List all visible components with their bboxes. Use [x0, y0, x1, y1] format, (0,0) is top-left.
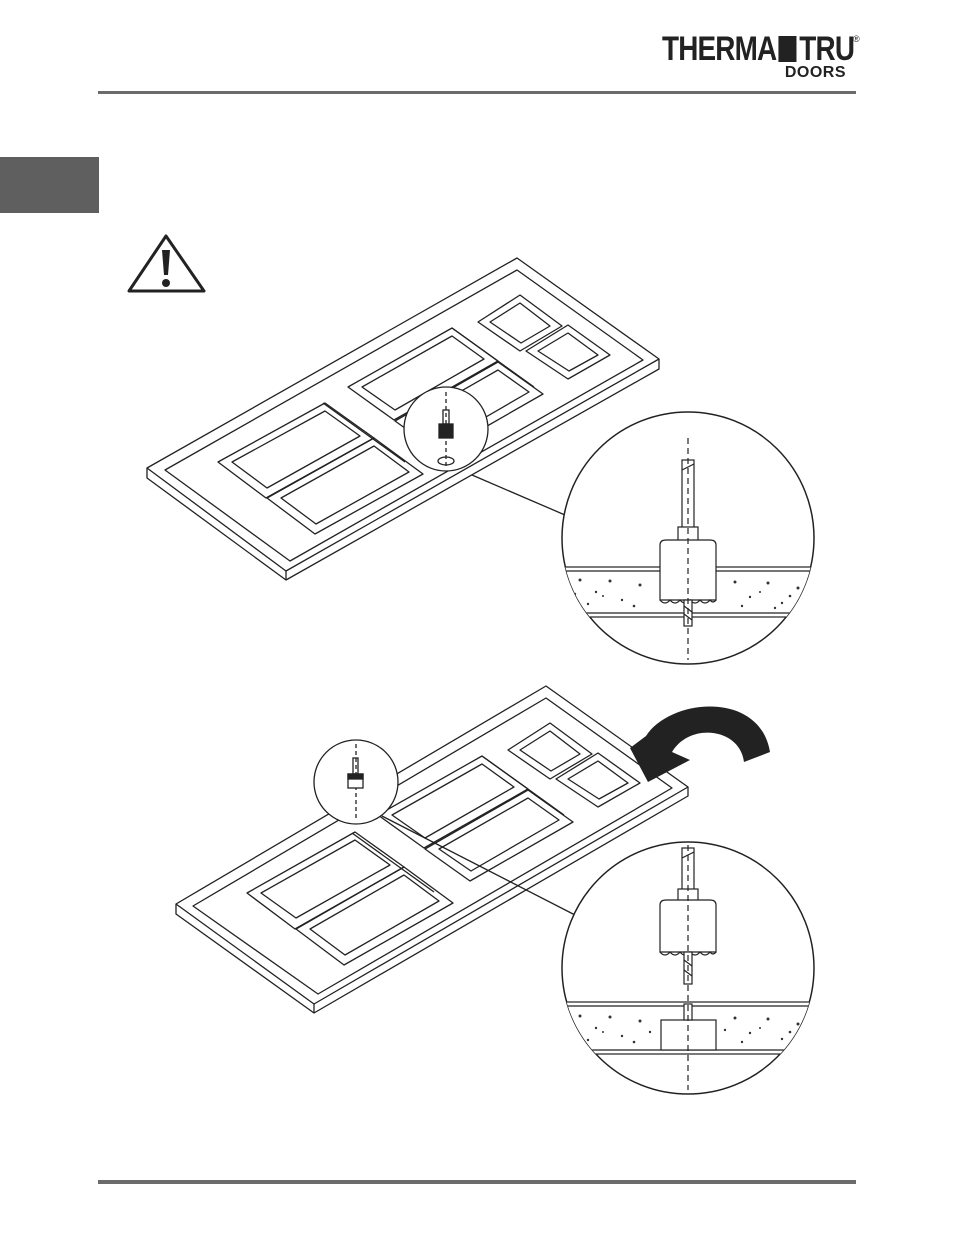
detail-cross-section-2: [560, 842, 820, 1094]
flip-arrow-icon: [630, 706, 770, 782]
detail-cross-section-1: [560, 412, 820, 664]
footer-rule: [98, 1180, 856, 1184]
warning-triangle-icon: [129, 236, 204, 291]
